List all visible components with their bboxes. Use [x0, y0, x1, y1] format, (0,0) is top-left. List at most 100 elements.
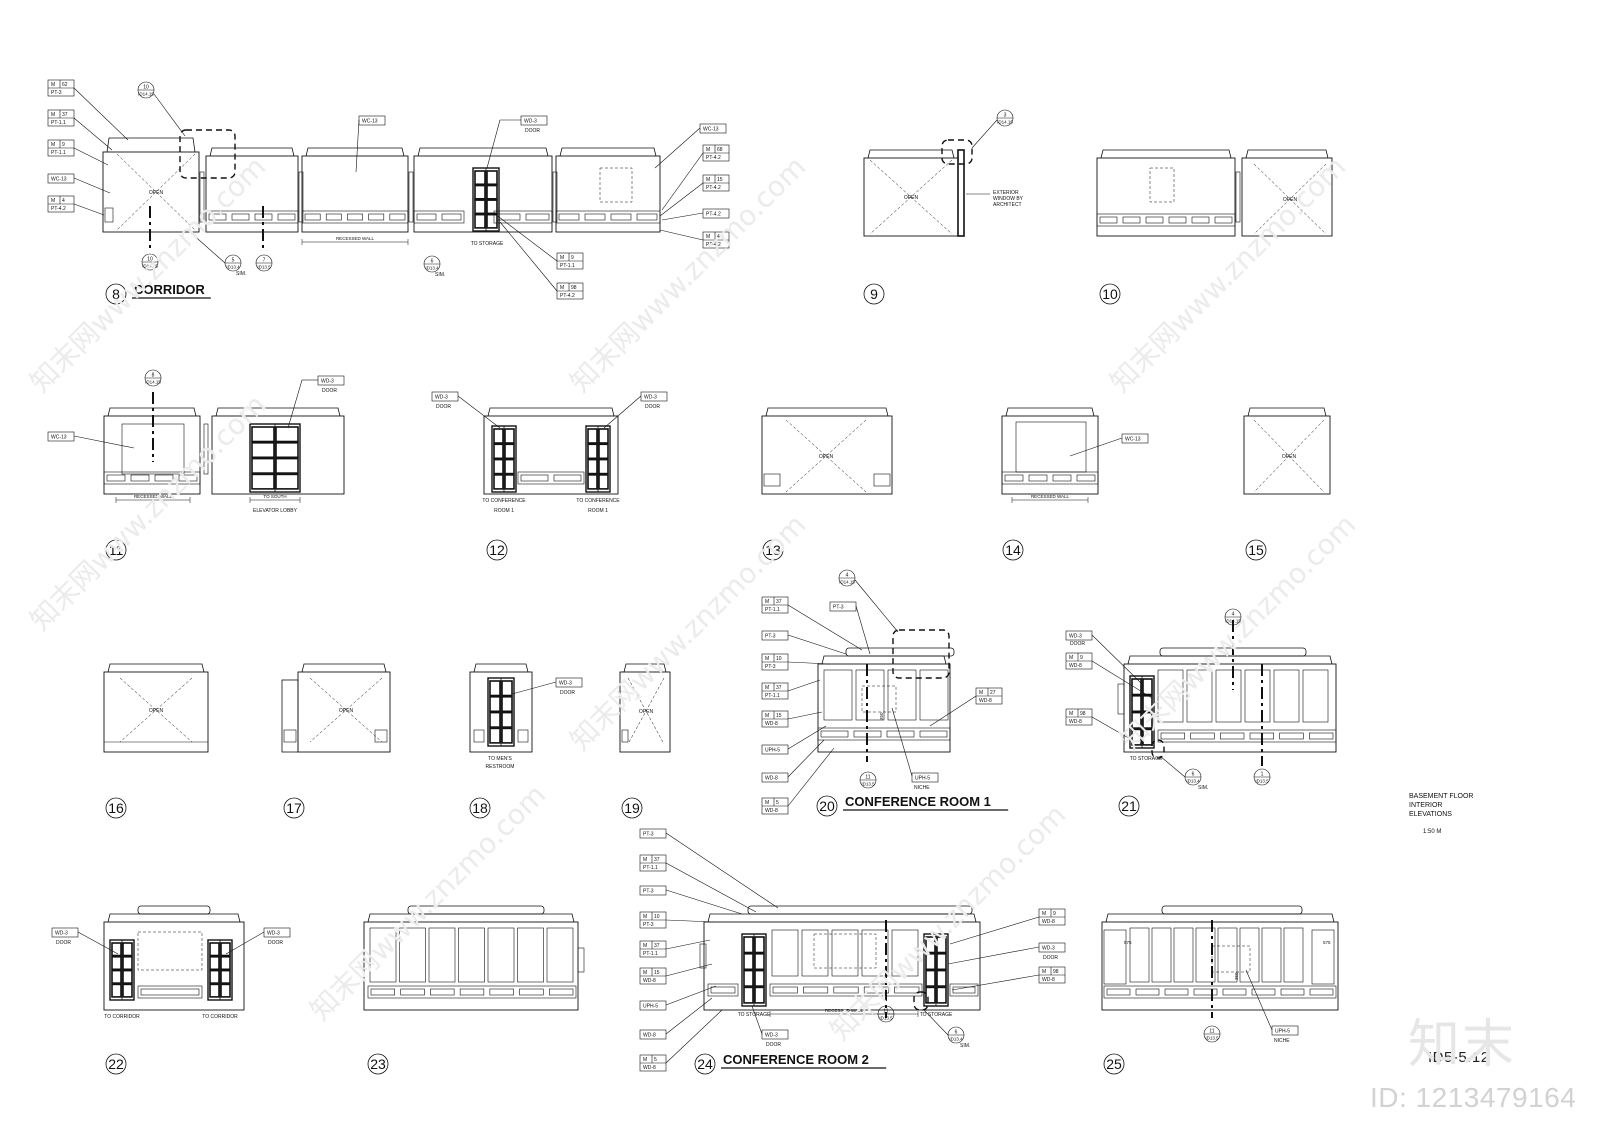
wall-line	[553, 474, 582, 482]
wall-line	[489, 727, 501, 744]
elevation-number: 19	[621, 797, 643, 819]
wall-line	[111, 969, 122, 984]
leader-line	[923, 1009, 949, 1036]
drawing-label: DOOR	[1070, 641, 1085, 647]
elevation-number-text: 12	[489, 542, 505, 558]
leader-line	[189, 231, 226, 264]
material-tag-code: WD-8	[1042, 919, 1055, 925]
elevation-number-text: 15	[1248, 542, 1264, 558]
elevation-number-text: 25	[1106, 1056, 1122, 1072]
elevation-number-circle	[367, 1053, 389, 1075]
finish-tag-code: WD-8	[643, 1033, 656, 1039]
wall-line	[1186, 669, 1213, 723]
elevation-number-circle	[816, 795, 838, 817]
wall-line	[493, 474, 504, 490]
uph5-tag: UPH-5	[761, 744, 789, 755]
wall-line	[558, 213, 580, 221]
wall-line	[367, 985, 577, 999]
leader-line	[1245, 969, 1273, 1031]
leader-line	[949, 916, 1040, 945]
wall-line	[137, 985, 203, 999]
material-tag-m: M	[706, 177, 710, 183]
elevation-number-circle	[105, 1053, 127, 1075]
leader-line	[855, 605, 871, 655]
wc13-tag: WC-13	[699, 123, 727, 134]
leader-line	[787, 747, 835, 807]
wall-line	[919, 730, 948, 738]
wall-line	[103, 471, 201, 485]
wall-line	[587, 474, 598, 490]
elevation-number-circle	[1002, 539, 1024, 561]
drawing-label: DOOR	[436, 404, 451, 410]
drawing-label: RECESSED WALL	[336, 236, 375, 241]
uph5-tag: UPH-5	[639, 1000, 667, 1011]
elevation-number-circle	[283, 797, 305, 819]
wall-line	[873, 473, 891, 487]
wall-line	[891, 929, 919, 977]
leader-line	[627, 677, 665, 745]
wall-line	[754, 936, 765, 954]
material-tag-code: PT-1.1	[765, 693, 780, 699]
leader-line	[665, 1009, 723, 1064]
material-tag-number: 10	[654, 914, 660, 920]
drawing-label: ELEVATOR LOBBY	[253, 508, 298, 514]
wall-line	[936, 969, 947, 987]
wall-line	[122, 983, 133, 998]
section-callout-top: 5	[232, 258, 235, 264]
wall-line	[487, 927, 515, 983]
section-callout-bottom: ID13.5	[257, 265, 271, 270]
wall-line	[209, 969, 220, 984]
material-tag-code: WD-8	[765, 808, 778, 814]
wall-line	[474, 170, 486, 186]
drawing-label: RESTROOM	[486, 764, 515, 770]
wall-line	[1157, 669, 1184, 723]
wall-line	[211, 415, 345, 495]
finish-tag-code: WD-3	[559, 681, 572, 687]
elevation-number: 23	[367, 1053, 389, 1075]
wall-line	[1157, 729, 1337, 743]
wall-line	[801, 929, 829, 977]
finish-tag-code: WC-13	[51, 177, 67, 183]
material-tag-number: 37	[62, 112, 68, 118]
cornice-line	[209, 147, 295, 157]
wall-line	[501, 727, 513, 744]
material-tag-code: PT-1.1	[51, 120, 66, 126]
wall-line	[277, 213, 296, 221]
wall-line	[281, 679, 299, 753]
wall-line	[919, 669, 949, 721]
leader-line	[73, 147, 109, 166]
leader-line	[665, 963, 713, 977]
wall-line	[619, 671, 671, 753]
section-callout-top: 8	[152, 373, 155, 379]
elevation-23	[363, 905, 585, 1011]
wall-line	[263, 927, 291, 938]
wall-line	[1015, 421, 1087, 473]
leader-line	[116, 153, 196, 231]
material-tag-m: M	[706, 234, 710, 240]
wall-line	[761, 630, 789, 641]
wall-line	[1096, 157, 1236, 237]
elevation-number-text: 21	[1121, 798, 1137, 814]
elevation-number-circle	[105, 797, 127, 819]
cornice-line	[305, 147, 405, 157]
wall-line	[520, 115, 548, 126]
material-tag-number: 98	[571, 285, 577, 291]
wall-line	[474, 213, 486, 229]
elevation-title: CONFERENCE ROOM 2	[723, 1052, 869, 1067]
material-tag-number: 37	[776, 599, 782, 605]
open-label: OPEN	[1282, 454, 1297, 460]
wall-line	[111, 955, 122, 971]
drawing-label: WINDOW BY	[993, 196, 1024, 202]
pt3-tag: PT-3	[829, 601, 857, 612]
wall-line	[251, 441, 275, 459]
wall-line	[703, 921, 981, 1011]
